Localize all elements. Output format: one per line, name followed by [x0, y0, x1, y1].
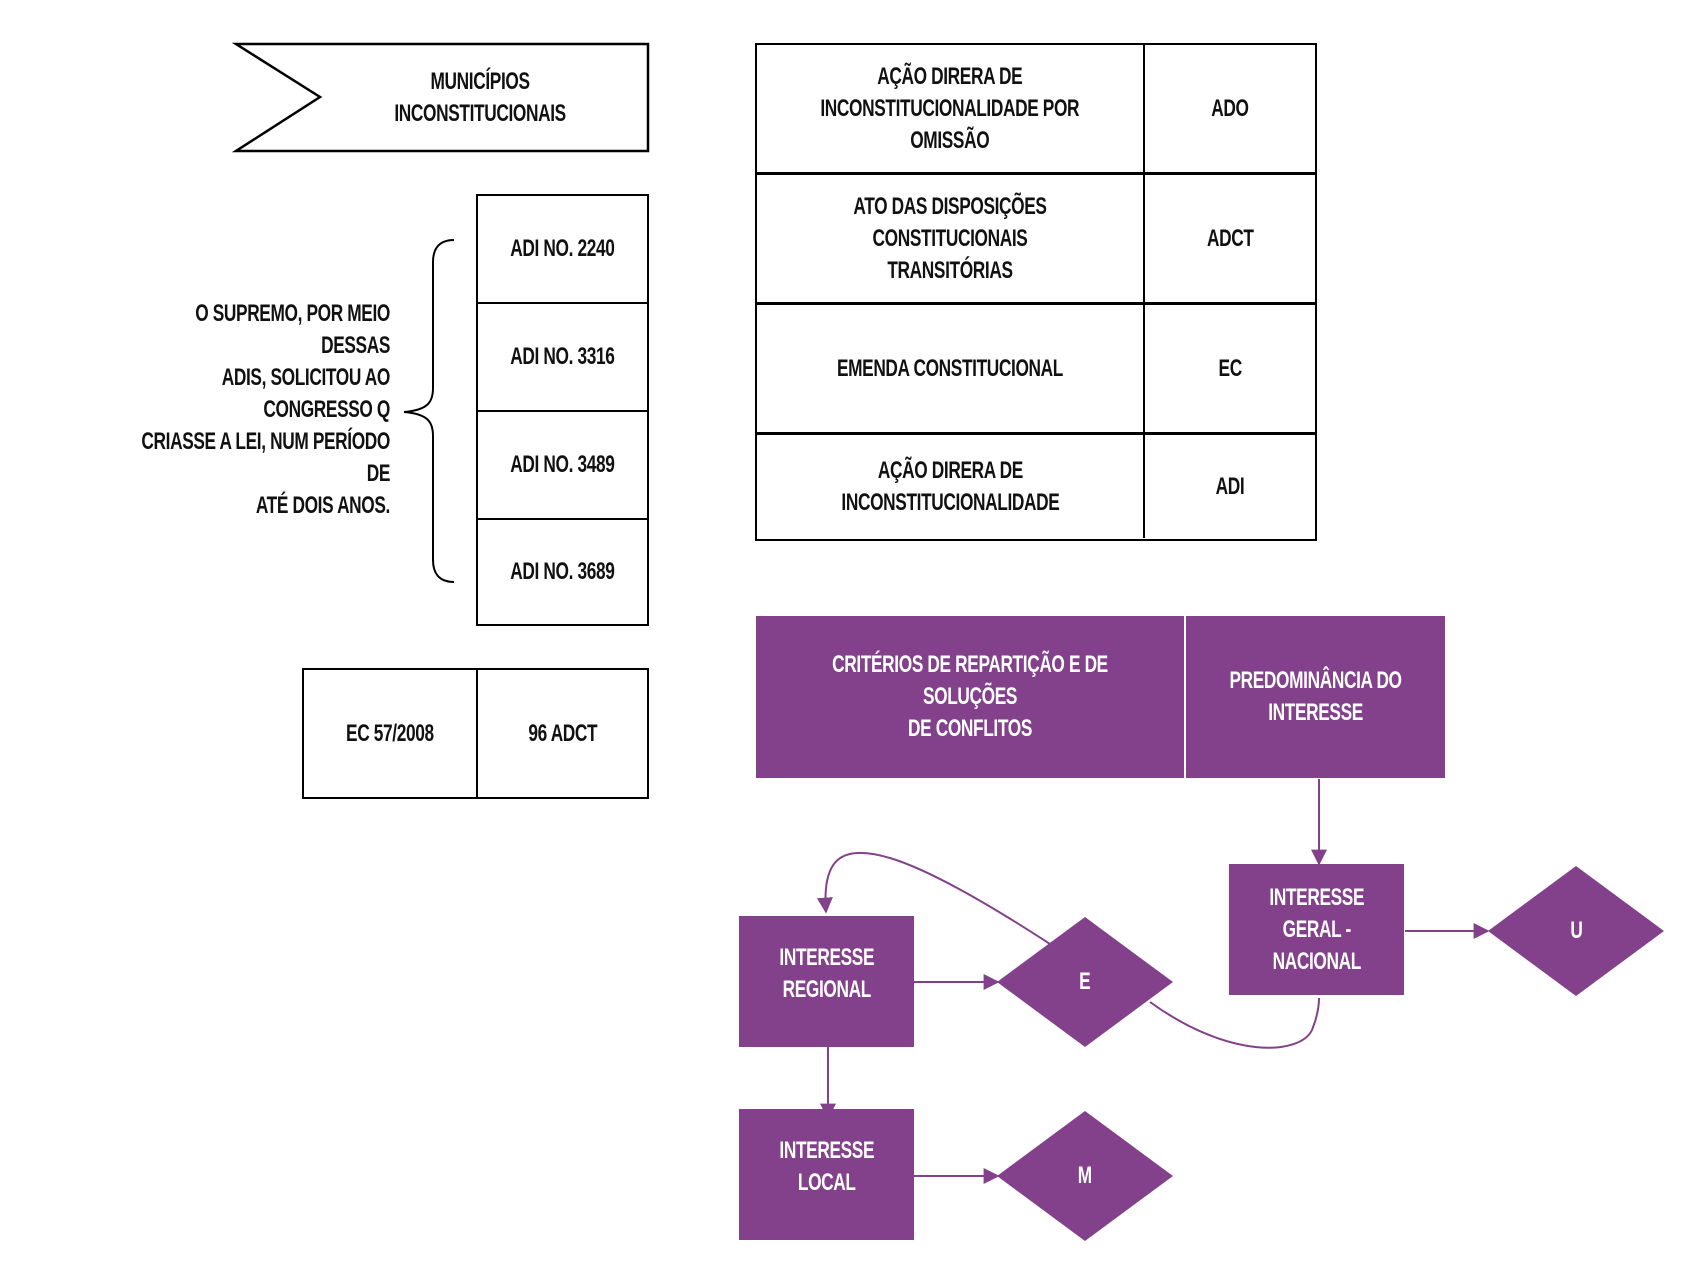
- diamond-u-shape: [1488, 866, 1664, 996]
- header-predominancia: PREDOMINÂNCIA DO INTERESSE: [1186, 616, 1445, 778]
- diamond-m-label: M: [1077, 1162, 1093, 1189]
- ec-box: EC 57/2008 96 ADCT: [302, 668, 649, 799]
- note-text: O SUPREMO, POR MEIO DESSAS ADIS, SOLICIT…: [141, 300, 390, 519]
- glossary-term: AÇÃO DIRERA DE INCONSTITUCIONALIDADE POR…: [757, 45, 1145, 172]
- adi-item: ADI NO. 3489: [478, 412, 647, 520]
- box-interesse-geral: INTERESSE GERAL - NACIONAL: [1229, 864, 1404, 995]
- diamond-u-label: U: [1569, 917, 1583, 944]
- glossary-term: EMENDA CONSTITUCIONAL: [757, 305, 1145, 432]
- box-interesse-local: INTERESSE LOCAL: [739, 1109, 914, 1240]
- adi-list: ADI NO. 2240 ADI NO. 3316 ADI NO. 3489 A…: [476, 194, 649, 626]
- glossary-abbr: EC: [1218, 354, 1242, 382]
- glossary-row: EMENDA CONSTITUCIONAL EC: [757, 305, 1315, 435]
- adi-item: ADI NO. 2240: [478, 196, 647, 304]
- banner-ribbon-shape: [231, 42, 650, 153]
- glossary-term: ATO DAS DISPOSIÇÕES CONSTITUCIONAIS TRAN…: [757, 175, 1145, 302]
- curly-brace: [403, 239, 455, 583]
- note-text-container: O SUPREMO, POR MEIO DESSAS ADIS, SOLICIT…: [40, 300, 390, 519]
- glossary-term: AÇÃO DIRERA DE INCONSTITUCIONALIDADE: [757, 435, 1145, 538]
- ec-box-left: EC 57/2008: [304, 670, 478, 797]
- header-criterios: CRITÉRIOS DE REPARTIÇÃO E DE SOLUÇÕES DE…: [756, 616, 1184, 778]
- box-interesse-regional: INTERESSE REGIONAL: [739, 916, 914, 1047]
- curve-e-to-geral: [1149, 997, 1320, 1049]
- glossary-row: AÇÃO DIRERA DE INCONSTITUCIONALIDADE POR…: [757, 45, 1315, 175]
- glossary-row: AÇÃO DIRERA DE INCONSTITUCIONALIDADE ADI: [757, 435, 1315, 538]
- glossary-abbr: ADI: [1215, 472, 1245, 500]
- ec-box-right: 96 ADCT: [528, 719, 597, 747]
- glossary-abbr: ADCT: [1206, 224, 1254, 252]
- banner-label: MUNICÍPIOS INCONSTITUCIONAIS: [394, 68, 566, 127]
- diamond-e-label: E: [1079, 968, 1091, 995]
- curve-e-to-regional: [816, 851, 1051, 945]
- diamond-e-shape: [997, 917, 1173, 1047]
- glossary-abbr: ADO: [1211, 94, 1249, 122]
- glossary-table: AÇÃO DIRERA DE INCONSTITUCIONALIDADE POR…: [755, 43, 1317, 541]
- adi-item: ADI NO. 3689: [510, 557, 615, 585]
- glossary-row: ATO DAS DISPOSIÇÕES CONSTITUCIONAIS TRAN…: [757, 175, 1315, 305]
- diamond-m-shape: [997, 1111, 1173, 1241]
- adi-item: ADI NO. 3316: [478, 304, 647, 412]
